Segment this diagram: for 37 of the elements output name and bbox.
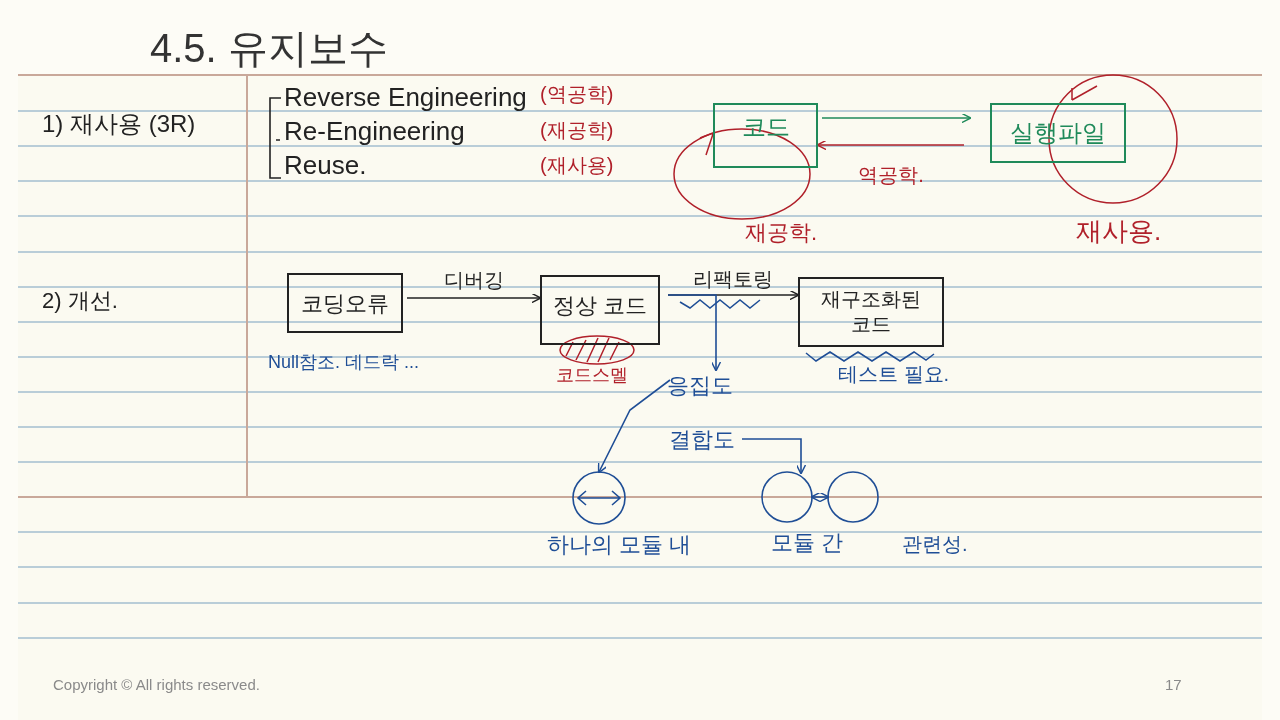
note-text: (재공학)	[540, 120, 614, 140]
note-text: 재공학.	[745, 222, 818, 244]
node-caption: 하나의 모듈 내	[546, 534, 692, 556]
note-text: (역공학)	[540, 84, 614, 104]
node-text: 응집도	[668, 370, 732, 400]
note-text: 관련성.	[902, 534, 968, 554]
arrow	[810, 491, 830, 503]
node-text: 결합도	[662, 424, 742, 454]
edge-label: 역공학.	[857, 165, 925, 185]
note-text: 1) 재사용 (3R)	[42, 112, 196, 136]
arrow	[406, 292, 542, 304]
circle	[572, 471, 626, 525]
arrow	[816, 139, 965, 151]
process-box: 코딩오류	[287, 273, 403, 333]
note-text: 재사용.	[1076, 218, 1162, 244]
note-text: Reverse Engineering	[284, 84, 527, 110]
footer-text: 17	[1165, 677, 1182, 692]
title: 4.5. 유지보수	[150, 25, 388, 72]
arrow	[821, 112, 972, 124]
note-text: 코드스멜	[556, 366, 628, 384]
edge-label: 디버깅	[442, 270, 505, 290]
note-text: Null참조. 데드락 ...	[268, 353, 419, 371]
circle	[827, 471, 879, 523]
note-text: Re-Engineering	[284, 118, 465, 144]
footer-text: Copyright © All rights reserved.	[53, 677, 260, 692]
note-text: (재사용)	[540, 155, 614, 175]
note-text: 테스트 필요.	[838, 364, 950, 384]
arrow	[741, 438, 807, 475]
node-caption: 모듈 간	[770, 532, 844, 554]
circle	[761, 471, 813, 523]
edge-label: 리팩토링	[692, 269, 774, 289]
note-text: 2) 개선.	[42, 290, 118, 312]
arrow	[597, 379, 671, 474]
process-box: 정상 코드	[540, 275, 660, 345]
arrow	[667, 294, 722, 372]
process-box: 재구조화된 코드	[798, 277, 944, 347]
note-text: Reuse.	[284, 152, 367, 178]
